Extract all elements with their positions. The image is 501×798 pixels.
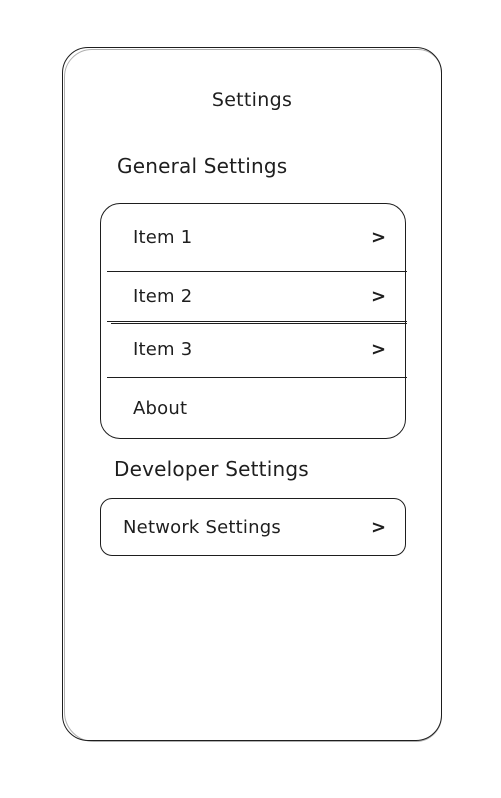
divider bbox=[107, 271, 407, 272]
divider bbox=[107, 377, 407, 378]
phone-frame bbox=[62, 47, 442, 741]
settings-item-2[interactable]: Item 2 > bbox=[101, 271, 405, 322]
chevron-right-icon: > bbox=[371, 516, 387, 538]
developer-settings-heading: Developer Settings bbox=[114, 457, 309, 481]
settings-item-label: Network Settings bbox=[123, 516, 281, 538]
page-title: Settings bbox=[211, 89, 293, 111]
settings-item-label: About bbox=[133, 398, 188, 419]
developer-settings-card: Network Settings > bbox=[100, 498, 406, 556]
divider bbox=[111, 323, 407, 324]
settings-item-network[interactable]: Network Settings > bbox=[101, 499, 405, 555]
general-settings-heading: General Settings bbox=[117, 154, 288, 178]
settings-item-3[interactable]: Item 3 > bbox=[101, 322, 405, 377]
chevron-right-icon: > bbox=[371, 286, 387, 307]
chevron-right-icon: > bbox=[371, 227, 387, 248]
divider bbox=[107, 321, 407, 322]
settings-item-label: Item 1 bbox=[133, 227, 193, 248]
chevron-right-icon: > bbox=[371, 339, 387, 360]
settings-item-1[interactable]: Item 1 > bbox=[101, 204, 405, 271]
settings-item-about[interactable]: About bbox=[101, 377, 405, 440]
settings-item-label: Item 3 bbox=[133, 339, 193, 360]
settings-item-label: Item 2 bbox=[133, 286, 193, 307]
general-settings-card: Item 1 > Item 2 > Item 3 > About bbox=[100, 203, 407, 440]
